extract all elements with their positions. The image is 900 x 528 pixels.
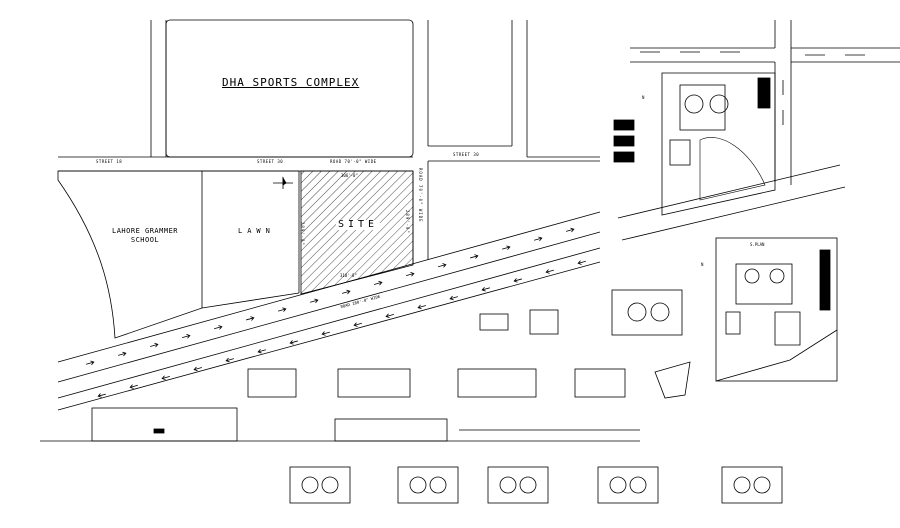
site-label: SITE [336, 219, 381, 230]
road-arrow [214, 325, 223, 330]
road-arrow [257, 348, 266, 354]
road-arrow [129, 384, 138, 389]
road-arrow [449, 295, 458, 301]
road-arrow [566, 227, 575, 233]
road-arrow [86, 360, 95, 366]
road-arrow [545, 269, 554, 274]
north-marker-2: N [701, 262, 704, 267]
school-label: LAHORE GRAMMER SCHOOL [112, 227, 178, 245]
main-road [57, 211, 601, 411]
road-arrow [225, 357, 234, 363]
road-arrow [182, 334, 191, 339]
road-label-top: ROAD 70'-0" WIDE [330, 159, 377, 164]
road-arrow [534, 236, 543, 242]
complex-title: DHA SPORTS COMPLEX [222, 76, 360, 89]
street-label-left: STREET 18 [96, 159, 123, 164]
road-arrow [342, 289, 351, 295]
road-arrow [577, 260, 586, 265]
site-plan-top-right [613, 20, 900, 241]
road-arrow [417, 304, 426, 310]
section-elevation [40, 407, 640, 442]
road-arrow [470, 254, 479, 259]
site-dim-top: 306'-0" [341, 173, 358, 178]
floor-plans-bottom [289, 466, 783, 504]
site-dim-bottom: 318'-8" [340, 273, 357, 278]
north-arrow-icon [273, 176, 293, 189]
road-arrow [481, 286, 490, 292]
site-dim-left: 289'-0" [300, 222, 305, 246]
road-arrow [374, 280, 383, 286]
road-arrow [246, 316, 255, 321]
street-label-mid: STREET 30 [257, 159, 284, 164]
road-arrow [353, 322, 362, 327]
building-elevations [247, 368, 626, 398]
site-plan-right [715, 237, 838, 382]
school-label-line1: LAHORE GRAMMER [112, 227, 179, 235]
road-arrow [385, 313, 394, 319]
road-arrow [97, 393, 106, 398]
road-arrow [502, 245, 511, 250]
road-arrow [438, 263, 447, 268]
road-arrow [161, 375, 170, 381]
school-label-line2: SCHOOL [130, 235, 160, 244]
road-arrow [150, 342, 159, 348]
north-marker-1: N [642, 95, 645, 100]
road-arrow [118, 351, 127, 357]
plots [57, 170, 300, 339]
road-arrow [193, 366, 202, 372]
small-floor-plans [479, 289, 691, 399]
site-dim-right: 289'-0" [405, 210, 410, 234]
road-arrow [310, 298, 319, 304]
street-label-right: STREET 30 [453, 152, 480, 157]
site-plot [300, 170, 414, 295]
road-arrow [278, 307, 287, 312]
lawn-label: LAWN [238, 227, 275, 235]
road-arrow [406, 272, 415, 277]
road-arrow [513, 278, 522, 283]
plan-label: S.PLAN [750, 242, 765, 247]
road-arrow [321, 331, 330, 336]
road-arrow [289, 340, 298, 345]
side-road-label: ROAD 70'-0" WIDE [418, 168, 423, 223]
road-arrows [86, 227, 586, 398]
